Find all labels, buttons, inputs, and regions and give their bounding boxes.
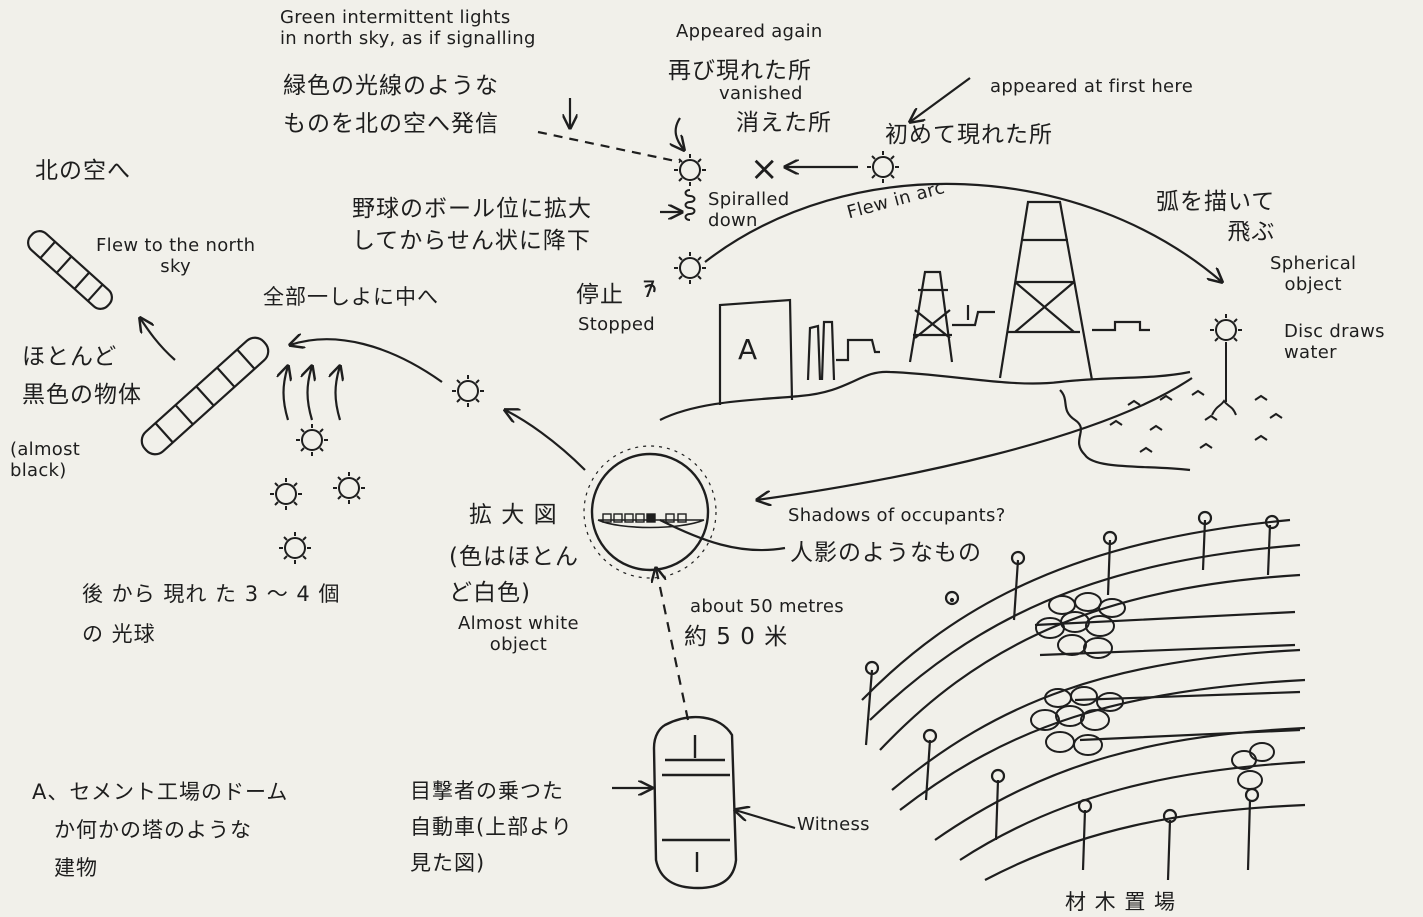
flight-paths	[140, 77, 1222, 830]
path-up-3	[336, 366, 341, 421]
stop-mark: 7	[642, 278, 657, 303]
path-first-pointer	[910, 77, 971, 122]
cylinder-objects	[27, 230, 270, 456]
water-column	[1211, 346, 1237, 416]
label-appeared-first-jp: 初めて現れた所	[885, 122, 1053, 148]
label-later-balls-jp: 後 から 現れ た 3 ～ 4 個 の 光球	[82, 582, 341, 646]
label-enlarged-jp: 拡 大 図	[469, 502, 558, 528]
label-building-a: A	[738, 333, 759, 366]
label-appeared-again-jp: 再び現れた所	[668, 58, 812, 84]
water-ripples	[1109, 346, 1283, 453]
ball-group-4	[278, 531, 312, 565]
log-piles	[1030, 592, 1275, 790]
label-all-into-jp: 全部一しよに中へ	[263, 285, 439, 309]
cylinder-almost-black	[140, 336, 270, 456]
label-almost-white-en: Almost white object	[458, 613, 579, 655]
path-return-arc	[757, 377, 1193, 500]
label-shadows-en: Shadows of occupants?	[788, 505, 1006, 526]
ball-group-3	[332, 471, 366, 505]
ball-moving-left	[451, 374, 485, 408]
label-witness-en: Witness	[797, 814, 870, 835]
hillside	[659, 370, 1191, 421]
tall-tower	[998, 200, 1094, 381]
shoreline	[1059, 389, 1191, 472]
building-a	[718, 298, 794, 405]
label-almost-black-jp: ほとんど 黒色の物体	[22, 344, 142, 408]
left-tower	[908, 270, 954, 363]
label-distance-jp: 約 5 0 米	[684, 624, 789, 650]
path-to-north-sky	[140, 318, 176, 361]
lumber-yard	[861, 510, 1306, 881]
path-witness-pointer	[735, 810, 796, 830]
label-spiral-jp: 野球のボール位に拡大 してからせん状に降下	[352, 196, 592, 254]
path-up-2	[308, 366, 313, 421]
label-north-sky-jp: 北の空へ	[35, 158, 131, 184]
label-lumber-yard-jp: 材 木 置 場	[1065, 890, 1177, 914]
note-building-a: A、セメント工場のドーム か何かの塔のような 建物	[32, 780, 289, 880]
path-appeared-again-down	[676, 117, 684, 150]
path-up-1	[284, 366, 289, 421]
ball-group-1	[295, 423, 329, 457]
path-shadow-pointer	[659, 519, 786, 552]
label-stopped-jp: 停止	[576, 282, 624, 308]
path-stop-mark	[644, 284, 656, 293]
path-distance-dashed	[656, 568, 690, 721]
spherical-object	[1209, 313, 1243, 347]
label-green-lights-en: Green intermittent lights in north sky, …	[280, 7, 536, 49]
witness-car	[652, 715, 738, 890]
label-disc-water-en: Disc draws water	[1284, 321, 1385, 363]
skyline	[858, 305, 1150, 354]
label-appeared-first-en: appeared at first here	[990, 76, 1194, 97]
ball-appeared-again	[673, 153, 707, 187]
chimneys	[806, 320, 858, 381]
label-flew-north-en: Flew to the north sky	[96, 235, 256, 277]
label-white-color-jp: (色はほとん ど白色)	[449, 544, 579, 606]
label-spherical-en: Spherical object	[1270, 253, 1357, 295]
label-vanished-jp: 消えた所	[736, 110, 832, 136]
path-arc-flight	[704, 182, 1222, 282]
label-distance-en: about 50 metres	[690, 596, 844, 617]
ball-group-2	[269, 477, 303, 511]
spiral-descent	[684, 189, 696, 221]
ball-stopped	[673, 251, 707, 285]
landscape	[659, 200, 1191, 472]
label-stopped-en: Stopped	[578, 314, 655, 335]
label-shadows-jp: 人影のようなもの	[790, 540, 982, 566]
enlarged-disc	[583, 445, 717, 579]
label-car-jp: 目撃者の乗つた 自動車(上部より 見た図)	[410, 779, 573, 875]
path-to-ball	[505, 410, 586, 471]
label-green-lights-jp: 緑色の光線のような ものを北の空へ発信	[283, 73, 499, 137]
label-vanished-en: vanished	[719, 83, 803, 104]
label-appeared-again-en: Appeared again	[676, 21, 823, 42]
path-signal-dashed	[537, 130, 681, 164]
label-almost-black-en: (almost black)	[10, 439, 81, 481]
cylinder-north	[27, 230, 113, 310]
path-ball-to-group	[290, 339, 443, 383]
x-vanished-mark: ×	[750, 149, 780, 189]
label-spiralled-en: Spiralled down	[708, 189, 790, 231]
label-arc-jp: 弧を描いて 飛ぶ	[1156, 189, 1276, 245]
ball-first-appearance	[866, 150, 900, 184]
